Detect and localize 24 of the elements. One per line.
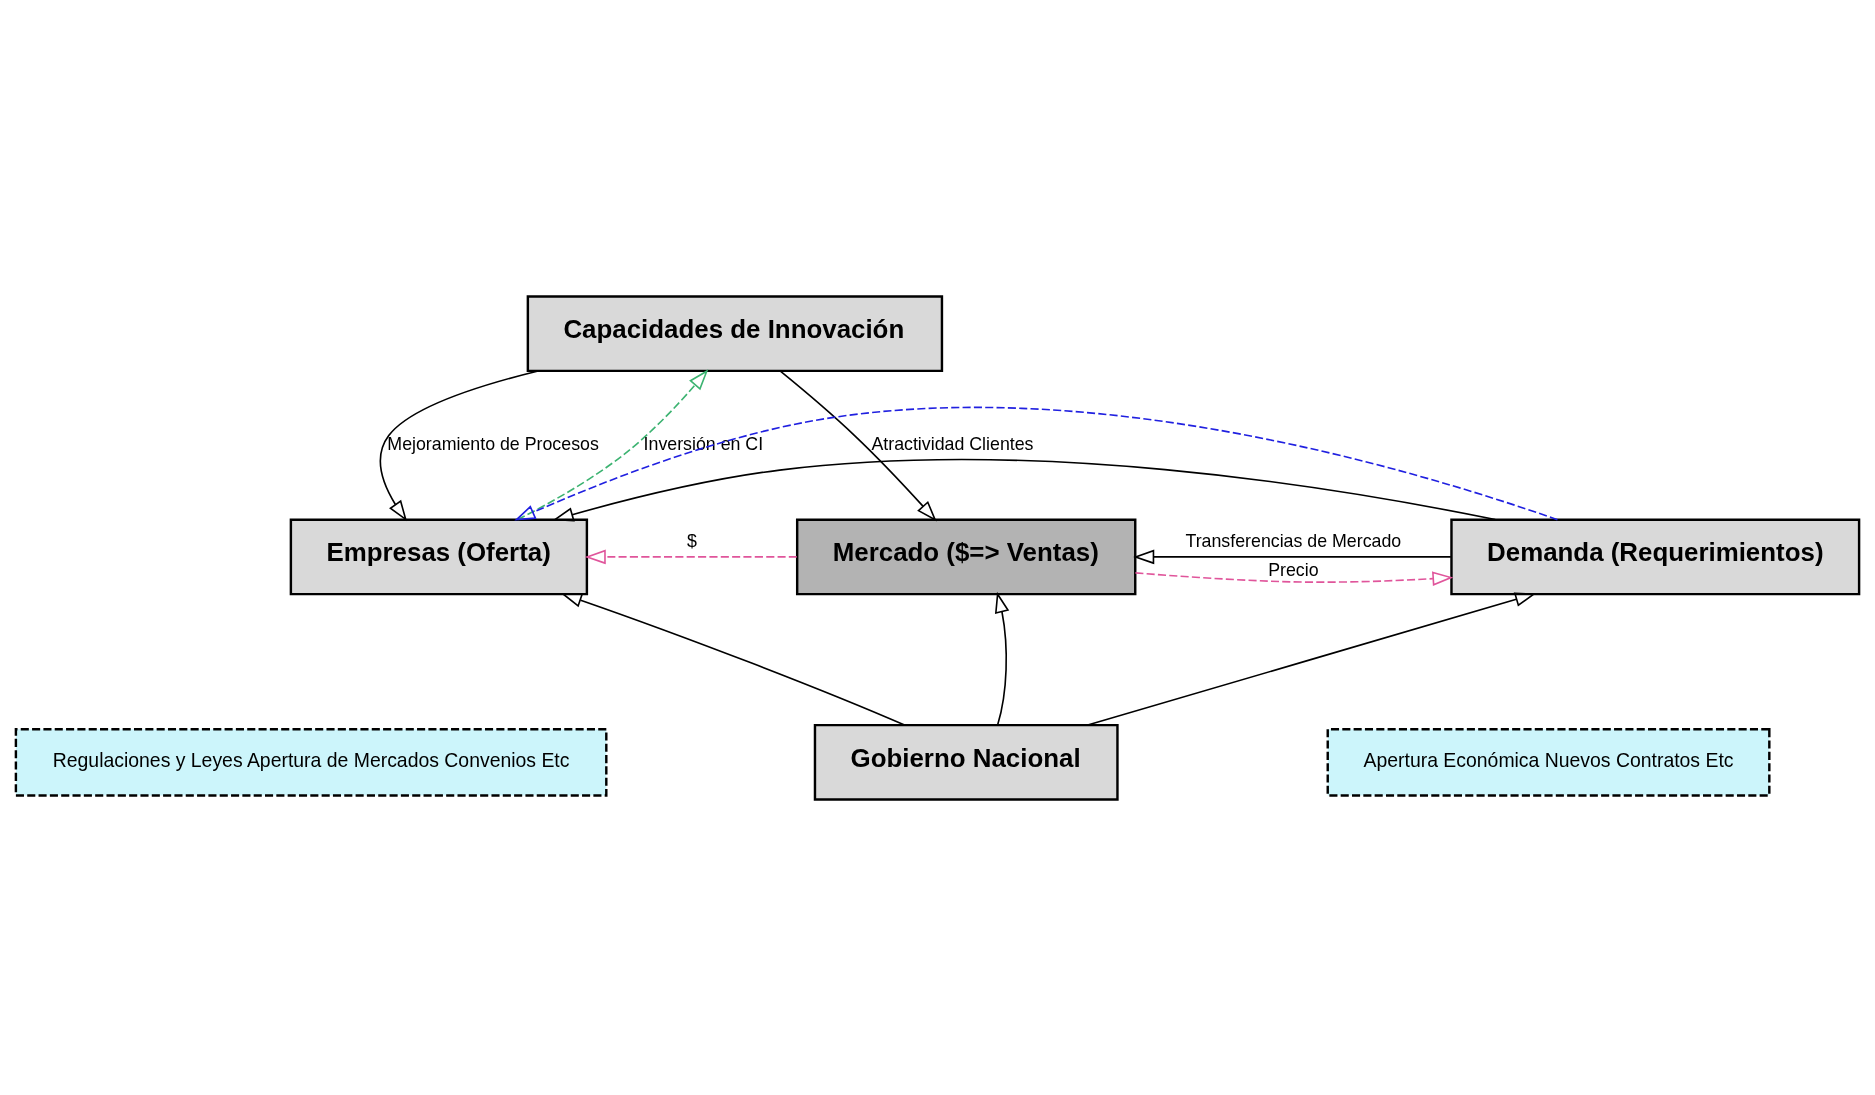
arrow: [1086, 591, 1537, 726]
arrow: [516, 368, 709, 520]
arrow: [1133, 549, 1452, 564]
arrow: [379, 369, 539, 521]
node-box: Mercado ($=> Ventas): [795, 517, 1137, 595]
arrow: [552, 458, 1497, 522]
edge-label: $: [687, 530, 697, 551]
edge-label: Transferencias de Mercado: [1185, 530, 1402, 551]
node-box: Empresas (Oferta): [289, 517, 589, 595]
node-box: Regulaciones y Leyes Apertura de Mercados Convenios Etc: [14, 727, 608, 797]
arrow: [561, 592, 906, 726]
arrow: [779, 369, 937, 521]
node-box: Gobierno Nacional: [813, 723, 1119, 801]
edge-label: Precio: [1268, 559, 1319, 580]
node-box: Demanda (Requerimientos): [1450, 517, 1861, 595]
arrow: [994, 591, 1010, 725]
node-box: Apertura Económica Nuevos Contratos Etc: [1326, 727, 1771, 797]
edge-label: Inversión en CI: [643, 433, 764, 454]
arrow: [514, 406, 1559, 521]
arrow: [1134, 570, 1454, 586]
node-box: Capacidades de Innovación: [526, 294, 944, 372]
edge-label: Atractividad Clientes: [871, 433, 1034, 454]
edge-label: Mejoramiento de Procesos: [387, 433, 599, 454]
arrow: [584, 549, 798, 564]
